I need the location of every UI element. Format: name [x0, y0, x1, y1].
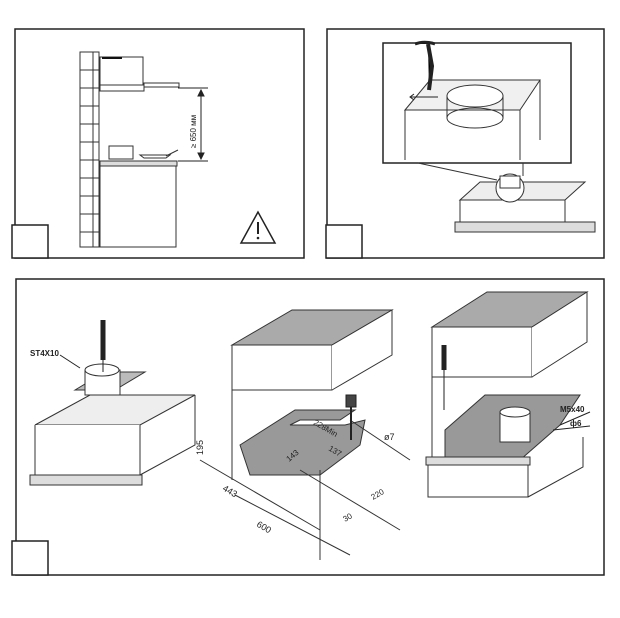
hood-detail: [403, 79, 541, 160]
clearance-label: ≥ 650 мм: [189, 115, 198, 148]
step-number-box: [11, 540, 49, 576]
cabinet-installed-hood: [425, 291, 589, 498]
clearance-dimension: [178, 87, 208, 162]
panel-step-1: ≥ 650 мм: [11, 28, 305, 259]
cooker: [99, 145, 179, 248]
cabinet-cutout-drawing: [199, 309, 411, 560]
drill-icon: [345, 394, 357, 440]
warning-triangle-icon: [239, 210, 277, 244]
wall-cabinet-with-hood: [99, 56, 180, 92]
panel-step-2: [325, 28, 605, 259]
screwdriver-icon: [409, 40, 438, 101]
bolt-label: M5x40: [560, 405, 585, 414]
dim-195: 195: [195, 440, 205, 455]
step-number-box: [11, 224, 49, 259]
panel-step-3: ST4X10 195 443 600 228Min 143 137 ø7 30 …: [11, 278, 605, 576]
washer-label: ф6: [570, 419, 582, 428]
brick-wall: [79, 51, 100, 248]
hood-unit: [417, 162, 596, 233]
step-number-box: [325, 224, 363, 259]
screw-label: ST4X10: [30, 349, 59, 358]
hood-with-flange: [29, 363, 196, 486]
dim-hole: ø7: [384, 432, 395, 442]
